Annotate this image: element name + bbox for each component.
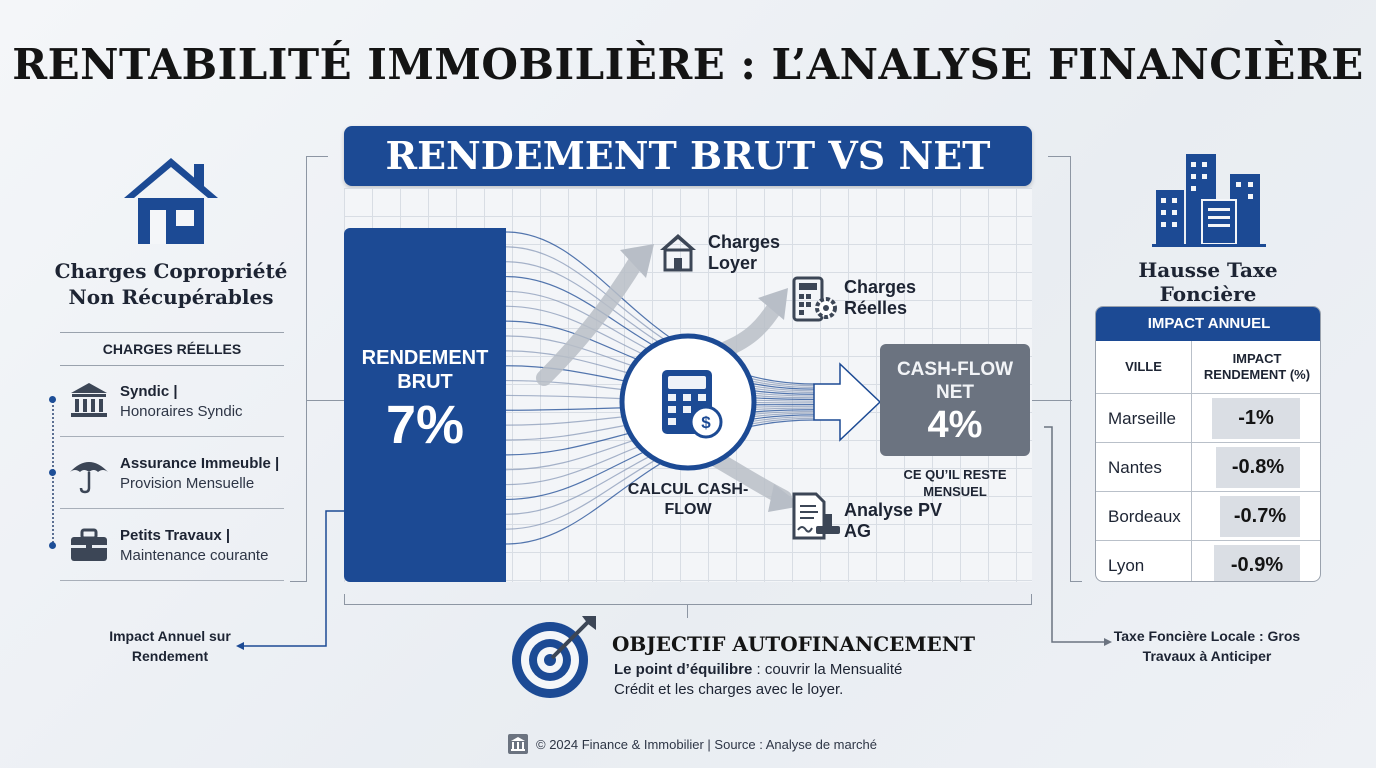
charge-subtitle: Maintenance courante [120,547,269,564]
flow-stream-line [505,231,815,385]
flow-stream-line [505,419,815,545]
connector-line [306,156,307,582]
charge-item-syndic: Syndic | Honoraires Syndic [60,374,284,434]
charges-reelles-header: CHARGES RÉELLES [60,332,284,366]
table-row: Marseille -1% [1096,393,1320,442]
connector-line [1070,156,1071,582]
center-banner: RENDEMENT BRUT VS NET [344,126,1032,186]
house-icon [124,158,218,244]
connector-line [306,156,328,157]
calcul-cash-flow-label: CALCUL CASH-FLOW [627,481,749,518]
target-icon [512,616,596,698]
table-row: Nantes -0.8% [1096,442,1320,491]
net-subtitle: CE QU’IL RESTE MENSUEL [903,467,1007,499]
table-header: IMPACT ANNUEL [1096,307,1320,341]
output-arrow-loyer [536,254,644,386]
net-label: CASH-FLOW NET [896,359,1014,403]
charge-title: Assurance Immeuble | [120,455,280,472]
charge-item-assurance: Assurance Immeuble | Provision Mensuelle [60,446,284,506]
right-panel-title: Hausse Taxe Foncière [1138,258,1278,306]
impact-cell: -1% [1212,398,1300,439]
net-value: 4% [927,404,983,446]
charge-title: Syndic | [120,383,178,400]
arrowhead [620,244,654,278]
column-divider [1191,341,1192,581]
buildings-icon [1152,154,1266,247]
table-row: Bordeaux -0.7% [1096,491,1320,540]
divider [60,580,284,581]
divider [60,436,284,437]
objective-text: Le point d’équilibre : couvrir la Mensua… [614,660,934,700]
connector-line [1048,156,1070,157]
divider [60,508,284,509]
brut-label: RENDEMENT BRUT [361,347,489,393]
timeline-dot [49,396,56,403]
timeline-dot [49,469,56,476]
output-label-loyer: Charges Loyer [708,232,781,273]
column-header-ville: VILLE [1125,359,1162,374]
bank-icon [71,383,107,417]
city-cell: Lyon [1108,556,1145,575]
connector-line [344,604,1032,605]
connector-line [1070,581,1082,582]
left-connector-arrow [236,510,344,650]
footer-text: © 2024 Finance & Immobilier | Source : A… [536,736,878,752]
cash-flow-net-box: CASH-FLOW NET 4% [880,344,1030,456]
house-icon [660,234,696,272]
main-arrow [813,362,882,442]
calculator-gear-icon [792,276,837,322]
connector-line [1032,400,1072,401]
left-footnote: Impact Annuel sur Rendement [109,628,231,664]
output-arrow-reelles [716,298,784,358]
svg-text:$: $ [701,413,711,432]
arrowhead [758,288,788,320]
left-panel-title: Charges Copropriété Non Récupérables [54,259,288,309]
right-footnote: Taxe Foncière Locale : Gros Travaux à An… [1113,628,1301,664]
right-connector-arrow [1044,426,1112,646]
column-header-impact: IMPACT RENDEMENT (%) [1203,351,1311,382]
objective-title: OBJECTIF AUTOFINANCEMENT [612,632,975,656]
cash-flow-diagram: $ [505,231,882,545]
footer: © 2024 Finance & Immobilier | Source : A… [508,734,877,754]
page-title: RENTABILITÉ IMMOBILIÈRE : L’ANALYSE FINA… [12,40,1364,89]
document-stamp-icon [792,492,840,540]
impact-cell: -0.8% [1216,447,1300,488]
impact-cell: -0.7% [1220,496,1300,537]
timeline-dot [49,542,56,549]
output-label-pv: Analyse PV AG [844,500,943,541]
rendement-brut-box: RENDEMENT BRUT 7% [344,228,506,582]
connector-line [290,581,307,582]
table-row: Lyon -0.9% [1096,540,1320,581]
objective-bold: Le point d’équilibre [614,661,753,678]
toolbox-icon [71,528,107,561]
city-cell: Marseille [1108,409,1177,428]
impact-cell: -0.9% [1214,545,1300,581]
city-cell: Nantes [1108,458,1162,477]
brut-value: 7% [385,395,465,455]
connector-line [1031,594,1032,604]
charge-subtitle: Honoraires Syndic [120,403,243,420]
impact-table: IMPACT ANNUEL VILLE IMPACT RENDEMENT (%)… [1095,306,1321,582]
umbrella-icon [70,462,108,494]
objective-body: : couvrir la Mensualité Crédit et les ch… [614,661,903,698]
city-cell: Bordeaux [1108,507,1181,526]
connector-line [687,604,688,618]
charge-title: Petits Travaux | [120,527,231,544]
calculator-icon: $ [619,333,757,471]
connector-line [306,400,344,401]
connector-line [344,594,345,604]
output-label-reelles: Charges Réelles [844,277,917,318]
charge-subtitle: Provision Mensuelle [120,475,255,492]
charge-item-petits-travaux: Petits Travaux | Maintenance courante [60,518,284,578]
bank-icon [508,734,528,754]
